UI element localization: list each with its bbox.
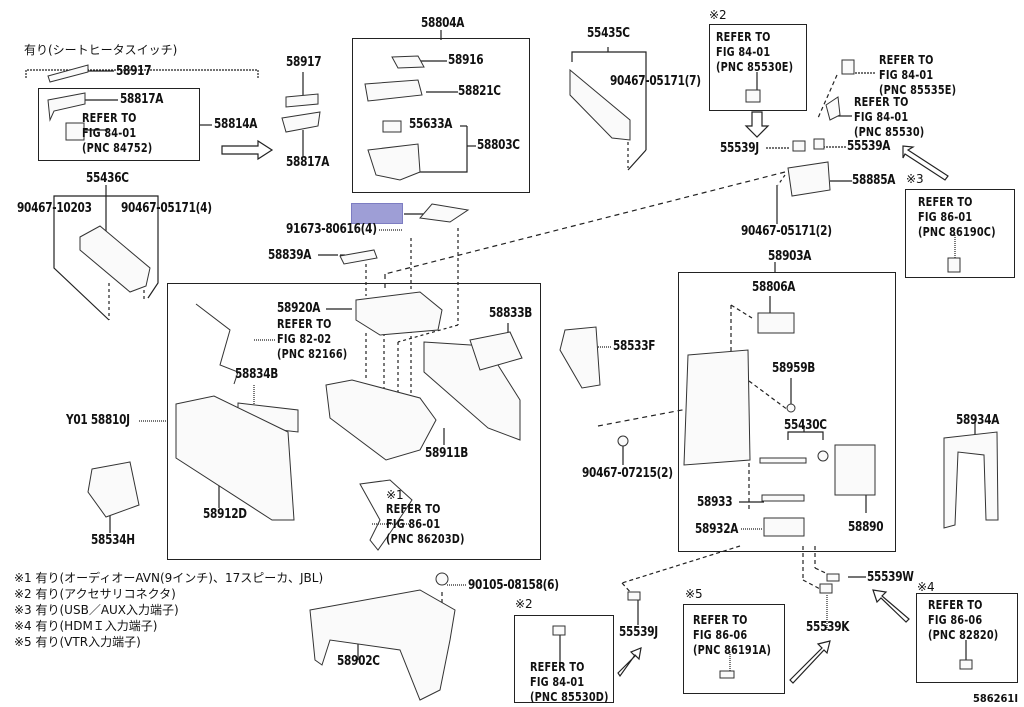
ref-box-86190C (905, 189, 1015, 278)
part-90467-05171-2[interactable]: 90467-05171(2) (741, 224, 832, 239)
ref-82820[interactable]: REFER TO FIG 86-06 (PNC 82820) (928, 598, 999, 642)
note-2: ※2 有り(アクセサリコネクタ) (14, 587, 176, 601)
part-58932A[interactable]: 58932A (695, 522, 739, 537)
ref-85535E[interactable]: REFER TO FIG 84-01 (PNC 85535E) (879, 53, 957, 97)
part-55435C[interactable]: 55435C (587, 26, 630, 41)
ref-box-82820 (916, 593, 1018, 683)
marker-4: ※4 (917, 580, 935, 594)
part-58833B[interactable]: 58833B (489, 306, 533, 321)
part-55436C[interactable]: 55436C (86, 171, 129, 186)
highlighted-part-callout[interactable] (351, 203, 403, 224)
part-58917[interactable]: 58917 (286, 55, 322, 70)
part-58903A[interactable]: 58903A (768, 249, 812, 264)
ref-86191A[interactable]: REFER TO FIG 86-06 (PNC 86191A) (693, 613, 772, 657)
ref-85530E[interactable]: REFER TO FIG 84-01 (PNC 85530E) (716, 30, 794, 74)
seat-heater-group-label: 有り(シートヒータスイッチ) (24, 43, 178, 57)
part-90467-05171-7[interactable]: 90467-05171(7) (610, 74, 701, 89)
part-58814A[interactable]: 58814A (214, 117, 258, 132)
ref-box-85530D (514, 615, 614, 703)
part-58890[interactable]: 58890 (848, 520, 884, 535)
marker-3: ※3 (906, 172, 924, 186)
ref-86190C[interactable]: REFER TO FIG 86-01 (PNC 86190C) (918, 195, 996, 239)
part-58920A[interactable]: 58920A (277, 301, 321, 316)
part-90467-07215-2[interactable]: 90467-07215(2) (582, 466, 673, 481)
note-5: ※5 有り(VTR入力端子) (14, 635, 141, 649)
ref-84752[interactable]: REFER TO FIG 84-01 (PNC 84752) (82, 111, 153, 155)
part-90467-05171-4[interactable]: 90467-05171(4) (121, 201, 212, 216)
part-58834B[interactable]: 58834B (235, 367, 279, 382)
part-58817A[interactable]: 58817A (286, 155, 330, 170)
ref-86203D[interactable]: REFER TO FIG 86-01 (PNC 86203D) (386, 502, 465, 546)
group-box-58903A (678, 272, 896, 552)
part-91673-80616-4[interactable]: 91673-80616(4) (286, 222, 377, 237)
part-58817A[interactable]: 58817A (120, 92, 164, 107)
note-1: ※1 有り(オーディオーAVN(9インチ)、17スピーカ、JBL) (14, 571, 324, 585)
ref-82166[interactable]: REFER TO FIG 82-02 (PNC 82166) (277, 317, 348, 361)
part-55539J[interactable]: 55539J (619, 625, 658, 640)
group-box-58804A (352, 38, 530, 193)
marker-1: ※1 (386, 488, 404, 502)
part-55539K[interactable]: 55539K (806, 620, 850, 635)
part-58885A[interactable]: 58885A (852, 173, 896, 188)
part-55539A[interactable]: 55539A (847, 139, 891, 154)
part-58533F[interactable]: 58533F (613, 339, 656, 354)
part-55539W[interactable]: 55539W (867, 570, 914, 585)
note-4: ※4 有り(HDMＩ入力端子) (14, 619, 158, 633)
part-58806A[interactable]: 58806A (752, 280, 796, 295)
part-55539J[interactable]: 55539J (720, 141, 759, 156)
part-58911B[interactable]: 58911B (425, 446, 469, 461)
ref-box-86191A (683, 604, 785, 694)
group-box-58814A (38, 88, 200, 161)
ref-85530D[interactable]: REFER TO FIG 84-01 (PNC 85530D) (530, 660, 609, 704)
part-55633A[interactable]: 55633A (409, 117, 453, 132)
part-58821C[interactable]: 58821C (458, 84, 501, 99)
part-58804A[interactable]: 58804A (421, 16, 465, 31)
part-58810J[interactable]: Y01 58810J (66, 413, 130, 428)
group-box-58810J (167, 283, 541, 560)
part-58902C[interactable]: 58902C (337, 654, 380, 669)
part-58933[interactable]: 58933 (697, 495, 733, 510)
part-90467-10203[interactable]: 90467-10203 (17, 201, 92, 216)
ref-box-85530E (709, 24, 807, 111)
marker-2: ※2 (515, 597, 533, 611)
part-90105-08158-6[interactable]: 90105-08158(6) (468, 578, 559, 593)
part-58959B[interactable]: 58959B (772, 361, 816, 376)
part-58917[interactable]: 58917 (116, 64, 152, 79)
ref-85530[interactable]: REFER TO FIG 84-01 (PNC 85530) (854, 95, 925, 139)
part-58803C[interactable]: 58803C (477, 138, 520, 153)
marker-2: ※2 (709, 8, 727, 22)
part-58534H[interactable]: 58534H (91, 533, 135, 548)
part-58839A[interactable]: 58839A (268, 248, 312, 263)
part-58912D[interactable]: 58912D (203, 507, 247, 522)
part-58916[interactable]: 58916 (448, 53, 484, 68)
marker-5: ※5 (685, 587, 703, 601)
figure-id: 586261I (973, 692, 1018, 705)
note-3: ※3 有り(USB／AUX入力端子) (14, 603, 179, 617)
part-55430C[interactable]: 55430C (784, 418, 827, 433)
part-58934A[interactable]: 58934A (956, 413, 1000, 428)
